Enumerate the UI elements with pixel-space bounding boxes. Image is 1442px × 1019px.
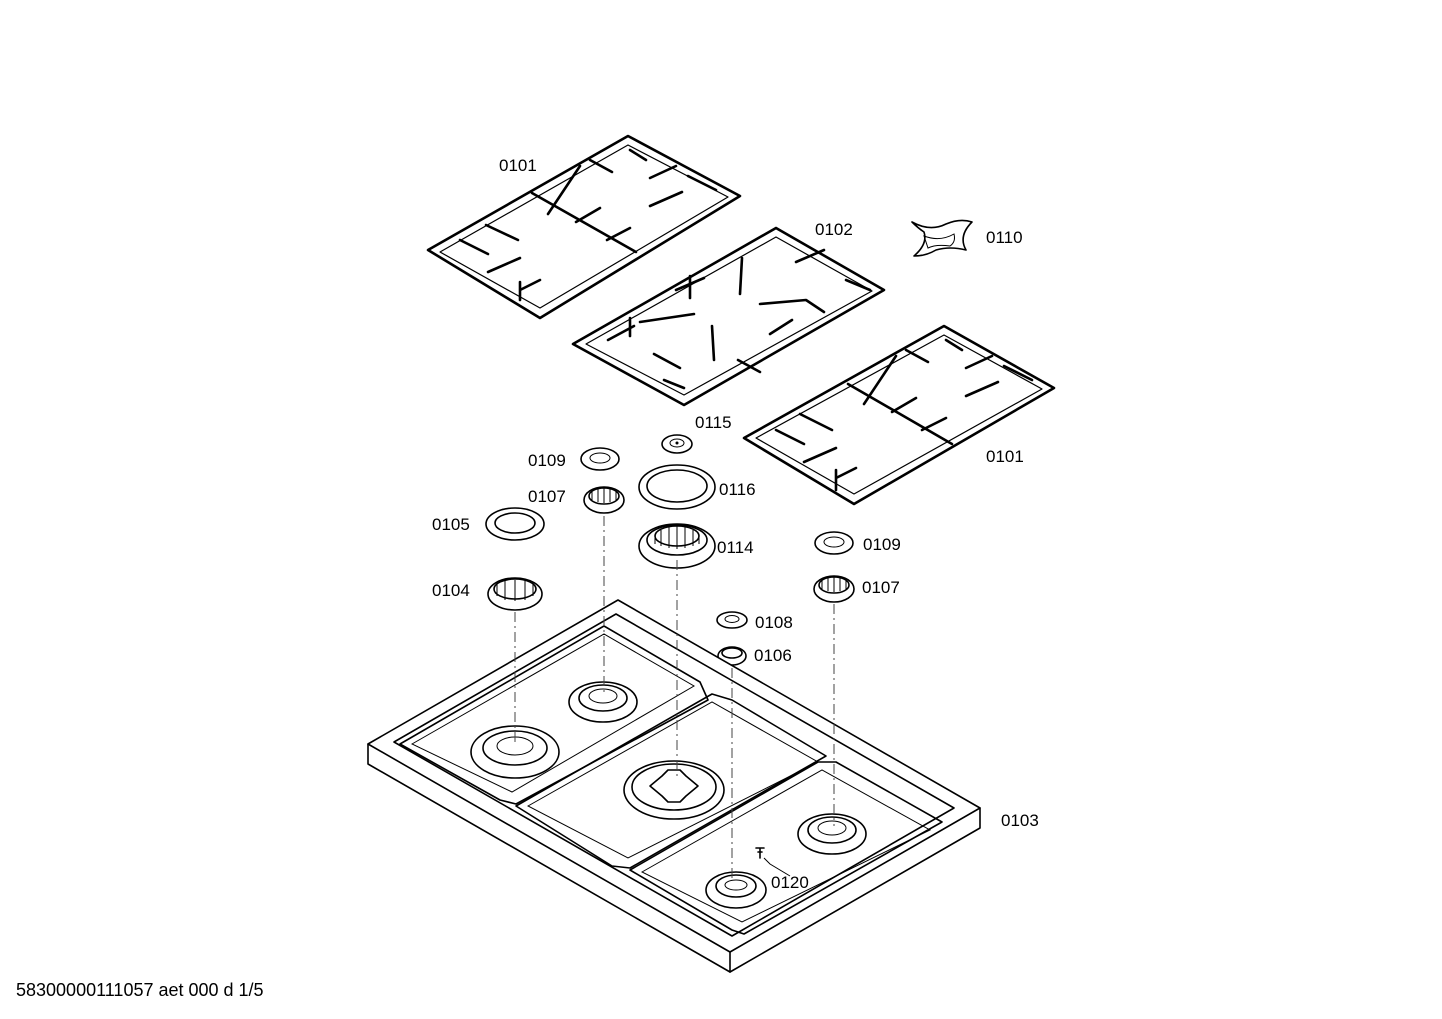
label-wok-inner-cap: 0115 bbox=[695, 413, 732, 432]
label-wok-burner-body: 0114 bbox=[717, 538, 754, 557]
burner-cap-medium-left bbox=[583, 486, 625, 514]
leader-lines bbox=[763, 857, 791, 877]
label-burner-ring-medium-left: 0109 bbox=[528, 451, 566, 470]
wok-inner-cap bbox=[661, 434, 693, 454]
burner-ring-large bbox=[485, 507, 545, 541]
burner-cap-medium-right bbox=[813, 575, 855, 603]
label-burner-cap-medium-left: 0107 bbox=[528, 487, 566, 506]
label-cooktop: 0103 bbox=[1001, 811, 1039, 830]
burner-ring-medium-left bbox=[580, 447, 620, 471]
grate-middle bbox=[571, 226, 886, 407]
wok-outer-ring bbox=[638, 464, 716, 510]
label-grate-middle: 0102 bbox=[815, 220, 853, 239]
cooktop bbox=[367, 599, 981, 973]
burner-ring-medium-right bbox=[814, 531, 854, 555]
part-labels: 0101 0102 0110 0101 0115 0109 0116 0107 … bbox=[432, 156, 1039, 892]
label-wok-outer-ring: 0116 bbox=[719, 480, 756, 499]
label-burner-ring-medium-right: 0109 bbox=[863, 535, 901, 554]
label-burner-ring-small: 0108 bbox=[755, 613, 793, 632]
assembly-axes bbox=[514, 516, 835, 880]
label-burner-cap-medium-right: 0107 bbox=[862, 578, 900, 597]
label-burner-ring-large: 0105 bbox=[432, 515, 470, 534]
wok-adapter bbox=[911, 219, 973, 257]
wok-burner-body bbox=[638, 523, 716, 569]
grate-right bbox=[742, 324, 1056, 506]
grate-left bbox=[426, 134, 742, 320]
label-burner-cap-small: 0106 bbox=[754, 646, 792, 665]
document-code: 58300000111057 aet 000 d 1/5 bbox=[16, 980, 264, 1000]
label-wok-adapter: 0110 bbox=[986, 228, 1023, 247]
label-grate-right: 0101 bbox=[986, 447, 1024, 466]
burner-cap-large bbox=[487, 577, 543, 611]
label-burner-cap-large: 0104 bbox=[432, 581, 470, 600]
label-ignition-plug: 0120 bbox=[771, 873, 809, 892]
label-grate-left: 0101 bbox=[499, 156, 537, 175]
burner-ring-small bbox=[716, 611, 748, 629]
